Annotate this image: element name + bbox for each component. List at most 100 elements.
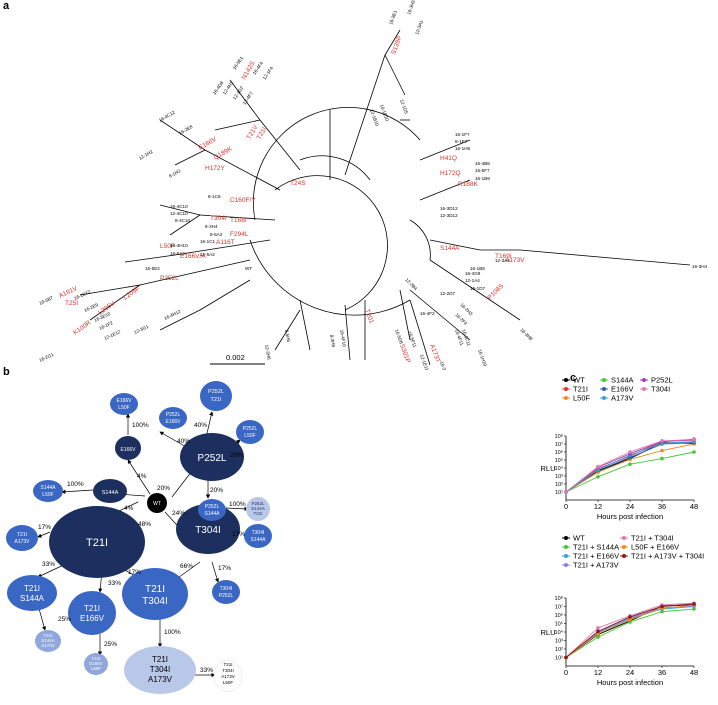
edge-label: 4%: [124, 505, 134, 512]
data-point: [564, 655, 568, 660]
node-label: E166V: [116, 398, 132, 404]
series-line: [565, 604, 695, 658]
tip-label: 12-3A1: [414, 19, 424, 35]
legend-label: T21I + A173V + T304I: [631, 552, 704, 561]
x-tick-label: 48: [690, 668, 698, 677]
x-tick-label: 12: [594, 502, 602, 511]
data-point: [596, 474, 600, 479]
node-label: A173V: [148, 675, 173, 684]
node-t304i-s144a: [244, 524, 272, 548]
tip-label: 8-3H9: [329, 334, 336, 348]
node-t21i-t304i-a173v-l50f: [213, 659, 243, 693]
node-t21i-a173v: [6, 525, 38, 551]
node-wt: [147, 493, 167, 513]
edge-label: 66%: [180, 563, 193, 570]
node-label: S144A: [204, 511, 220, 517]
edge-label: 33%: [42, 561, 55, 568]
mutation-label: T25I: [65, 300, 78, 307]
tip-label: 12-3A4: [495, 258, 510, 263]
node-label: P252L: [208, 389, 224, 395]
tip-label: 16-4F2: [420, 311, 435, 316]
tip-label: 12-1F4: [262, 65, 275, 80]
tip-label: 16-5E2: [145, 266, 160, 271]
node-t21i: [49, 506, 145, 578]
legend-label: A173V: [611, 394, 634, 403]
node-label: T21I: [223, 662, 232, 667]
tip-label: 16-3H4: [692, 264, 708, 269]
legend-label: E166V: [611, 385, 634, 394]
edge-label: 25%: [104, 641, 117, 648]
node-label: E166V: [89, 661, 103, 666]
tip-label: 8-4C10: [175, 218, 191, 223]
node-label: L50F: [223, 680, 234, 685]
series-line: [565, 602, 695, 658]
tip-label: 16-5A2: [170, 251, 185, 256]
y-tick-label: 10¹: [555, 656, 563, 662]
node-label: T21I: [91, 656, 100, 661]
tip-label: 12-3G1: [133, 324, 149, 335]
tip-label: 8-1F7: [455, 139, 467, 144]
mutation-label: A173V: [505, 257, 525, 264]
data-point: [628, 620, 632, 624]
edge-label: 40%: [194, 422, 207, 429]
legend-label: P252L: [651, 376, 673, 385]
legend-swatch-marker: [564, 396, 568, 400]
node-t21i-s144a-a173v: [35, 630, 61, 652]
mutation-label: E166V: [198, 136, 219, 152]
node-label: S144A: [20, 594, 45, 603]
y-tick-label: 10⁵: [555, 457, 563, 464]
node-label: T21I: [210, 397, 221, 403]
mutation-label: H172Y: [205, 165, 226, 172]
tip-label: 16-1C11: [461, 329, 472, 347]
x-tick-label: 36: [658, 668, 666, 677]
legend-swatch-marker: [642, 387, 646, 391]
panel-letter-b: b: [3, 366, 10, 378]
tip-label: 16-3D12: [440, 206, 458, 211]
edge-label: 20%: [230, 452, 243, 459]
legend-label: T304I: [651, 385, 670, 394]
series-line: [565, 604, 695, 658]
y-tick-label: 10⁶: [555, 612, 563, 619]
data-point: [660, 448, 664, 453]
y-tick-label: 10²: [555, 482, 563, 488]
y-tick-label: 10⁸: [555, 595, 563, 602]
data-point: [596, 464, 600, 469]
tip-label: 8-5H5: [284, 329, 291, 343]
tip-label: 16-1C1: [200, 239, 216, 244]
series-line: [565, 442, 695, 493]
tip-label: 12-5A2: [200, 252, 215, 257]
tip-label: 16-2G1: [38, 352, 54, 363]
legend-label: L50F + E166V: [631, 543, 679, 552]
edge-label: 100%: [164, 629, 181, 636]
node-p252l-label: P252L: [198, 453, 227, 464]
node-p252l-e166v: [159, 407, 187, 429]
node-label: P252L: [251, 501, 265, 506]
edge-label: 40%: [177, 438, 190, 445]
panel-letter-c: c: [570, 372, 577, 384]
legend-label: WT: [573, 376, 585, 385]
node-e166v-label: E166V: [120, 447, 136, 453]
edge-label: 100%: [229, 501, 246, 508]
tip-label: 16-4G9: [465, 271, 481, 276]
data-point: [692, 437, 696, 442]
legend-label: T21I + T304I: [631, 534, 674, 543]
edge-label: 20%: [210, 487, 223, 494]
tip-label: 12-1D5: [399, 99, 409, 115]
node-t21i-t304i-a173v: [124, 646, 196, 694]
scale-bar-label: 0.002: [226, 353, 245, 362]
x-tick-label: 24: [626, 668, 634, 677]
node-label: P252L: [219, 593, 234, 599]
node-s144a-l50f: [33, 480, 63, 502]
node-t21i-e166v: [68, 591, 116, 635]
node-label: T21I: [145, 584, 165, 595]
mutation-label: E166V/A: [180, 253, 206, 260]
data-point: [660, 439, 664, 443]
y-tick-label: 10¹: [555, 490, 563, 496]
tip-label: 8-1H2: [168, 168, 182, 179]
tip-label: 12-1A4: [465, 278, 480, 283]
y-tick-label: 10³: [555, 474, 563, 480]
node-label: A173V: [14, 539, 30, 545]
node-label: P252L: [166, 412, 181, 418]
data-point: [564, 490, 568, 494]
edge-label: 100%: [67, 481, 84, 488]
